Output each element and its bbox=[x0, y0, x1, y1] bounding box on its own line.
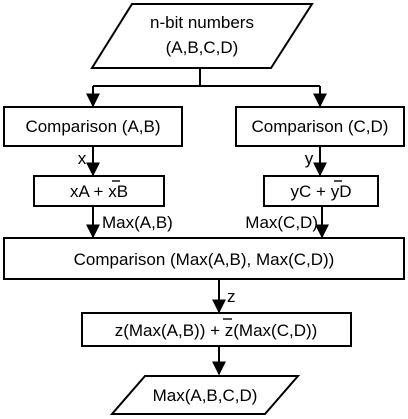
edge-label-max-ab: Max(A,B) bbox=[102, 213, 173, 232]
compare-cd-node: Comparison (C,D) bbox=[235, 106, 405, 147]
select-final-node: z(Max(A,B)) + z(Max(C,D)) bbox=[81, 312, 352, 347]
select-final-pre: z(Max(A,B)) + bbox=[115, 321, 225, 340]
select-ab-post: B bbox=[117, 182, 128, 201]
select-cd-node: yC + yD bbox=[263, 175, 379, 207]
select-ab-pre: xA + bbox=[70, 182, 108, 201]
select-cd-pre: yC + bbox=[291, 182, 331, 201]
input-line1: n-bit numbers bbox=[150, 13, 254, 32]
input-line2: (A,B,C,D) bbox=[166, 38, 239, 57]
edge-label-y: y bbox=[305, 149, 314, 168]
compare-ab-label: Comparison (A,B) bbox=[25, 117, 160, 136]
edge-label-max-cd: Max(C,D) bbox=[245, 213, 318, 232]
select-final-expression: z(Max(A,B)) + z(Max(C,D)) bbox=[115, 321, 318, 340]
compare-ab-node: Comparison (A,B) bbox=[3, 106, 183, 147]
input-node: n-bit numbers (A,B,C,D) bbox=[90, 3, 314, 69]
select-ab-expression: xA + xB bbox=[70, 182, 128, 201]
select-final-over: z bbox=[225, 321, 234, 340]
compare-cd-label: Comparison (C,D) bbox=[252, 117, 389, 136]
output-label: Max(A,B,C,D) bbox=[153, 386, 258, 405]
output-node: Max(A,B,C,D) bbox=[109, 375, 301, 415]
select-cd-expression: yC + yD bbox=[291, 182, 352, 201]
compare-max-label: Comparison (Max(A,B), Max(C,D)) bbox=[74, 250, 335, 269]
select-cd-post: D bbox=[339, 182, 351, 201]
select-final-post: (Max(C,D)) bbox=[233, 321, 317, 340]
select-cd-over: y bbox=[331, 182, 340, 201]
compare-max-node: Comparison (Max(A,B), Max(C,D)) bbox=[3, 237, 405, 280]
select-ab-node: xA + xB bbox=[33, 175, 165, 207]
select-ab-over: x bbox=[108, 182, 117, 201]
edge-label-z: z bbox=[227, 287, 236, 306]
edge-label-x: x bbox=[78, 149, 87, 168]
split-connector bbox=[86, 68, 327, 108]
